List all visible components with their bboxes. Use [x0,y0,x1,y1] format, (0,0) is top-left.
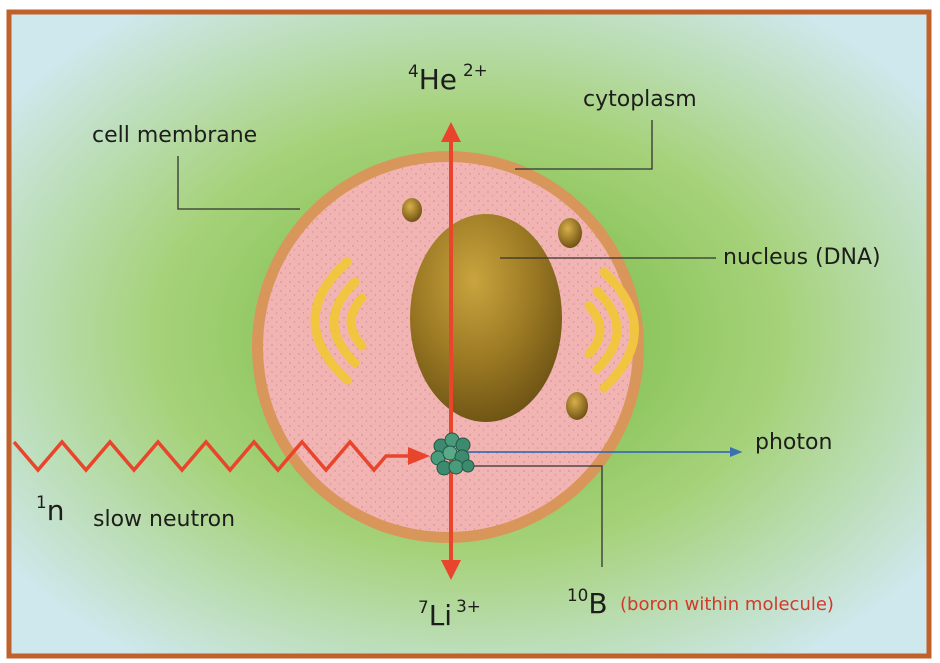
label-photon: photon [755,432,832,454]
nucleus [410,214,562,422]
organelle-2 [558,218,582,248]
organelle-1 [402,198,422,222]
label-neutron-symbol: 1n [36,497,64,525]
label-cell-membrane: cell membrane [92,125,257,147]
label-boron-note: (boron within molecule) [620,596,834,614]
label-cytoplasm: cytoplasm [583,89,697,111]
label-slow-neutron: slow neutron [93,509,235,531]
label-boron: 10B [567,590,608,618]
label-nucleus: nucleus (DNA) [723,247,881,269]
organelle-3 [566,392,588,420]
